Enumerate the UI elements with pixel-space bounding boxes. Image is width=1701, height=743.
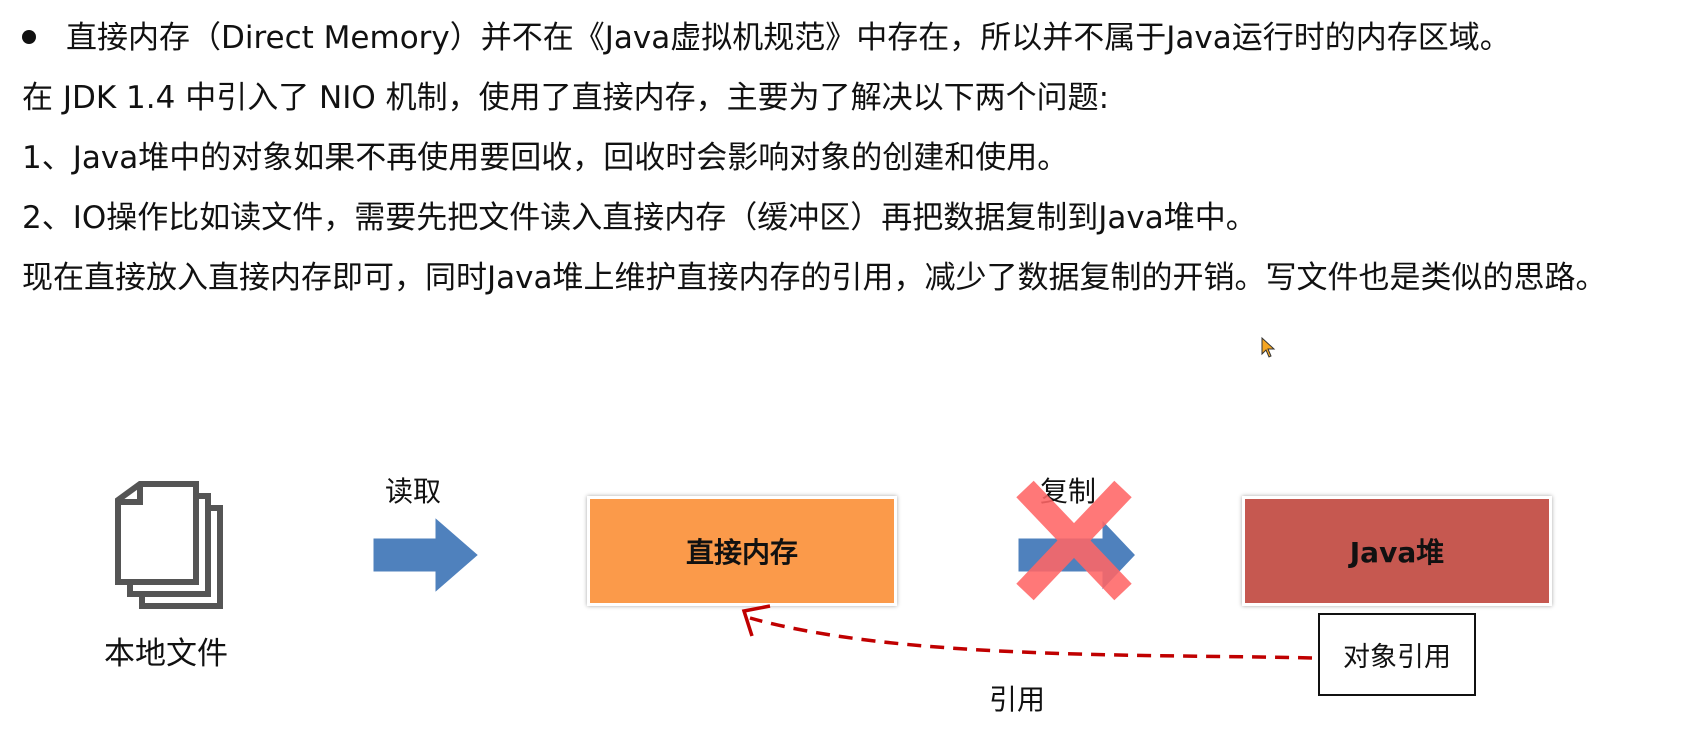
local-file-label: 本地文件 — [104, 636, 228, 672]
read-label: 读取 — [385, 475, 442, 508]
bullet-line-direct-memory: 直接内存（Direct Memory）并不在《Java虚拟机规范》中存在，所以并… — [22, 18, 1511, 58]
mouse-cursor-icon — [1261, 336, 1276, 358]
read-arrow-icon — [370, 511, 483, 599]
java-heap-box: Java堆 — [1242, 496, 1552, 606]
cross-icon — [1016, 480, 1132, 601]
text-line-1: 直接内存（Direct Memory）并不在《Java虚拟机规范》中存在，所以并… — [66, 20, 1511, 56]
object-reference-box: 对象引用 — [1318, 613, 1476, 696]
object-reference-label: 对象引用 — [1343, 642, 1451, 673]
direct-memory-box: 直接内存 — [587, 496, 897, 606]
text-line-5: 现在直接放入直接内存即可，同时Java堆上维护直接内存的引用，减少了数据复制的开… — [22, 260, 1607, 296]
file-stack-icon — [115, 481, 223, 609]
bullet-dot — [22, 29, 36, 44]
direct-memory-label: 直接内存 — [685, 536, 798, 569]
reference-label: 引用 — [989, 683, 1046, 716]
text-line-4: 2、IO操作比如读文件，需要先把文件读入直接内存（缓冲区）再把数据复制到Java… — [22, 200, 1257, 236]
java-heap-label: Java堆 — [1349, 536, 1445, 569]
text-line-2: 在 JDK 1.4 中引入了 NIO 机制，使用了直接内存，主要为了解决以下两个… — [22, 80, 1110, 116]
text-line-3: 1、Java堆中的对象如果不再使用要回收，回收时会影响对象的创建和使用。 — [22, 140, 1069, 176]
